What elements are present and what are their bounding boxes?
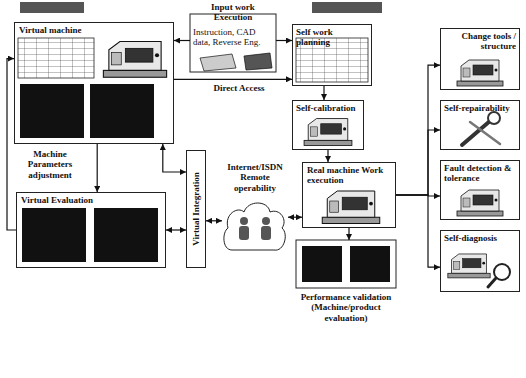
connector — [327, 150, 328, 162]
connector — [174, 40, 190, 41]
process-box: Self-calibration — [292, 100, 364, 150]
machine-icon — [103, 42, 166, 78]
input-frame — [190, 14, 276, 72]
panel-header — [20, 2, 84, 13]
person-body — [239, 226, 249, 240]
connector — [166, 229, 186, 230]
screen — [350, 246, 390, 282]
person-body — [261, 226, 271, 240]
process-box: Change tools / structure — [440, 28, 520, 90]
process-box: Fault detection & tolerance — [440, 160, 520, 220]
performance-box: Performance validation (Machine/product … — [296, 240, 396, 323]
machine-icon — [304, 119, 352, 146]
screen — [22, 208, 86, 262]
cloud-shape — [224, 203, 285, 250]
node-heading: Fault detection & tolerance — [444, 163, 516, 184]
node-heading: Virtual Integration — [191, 172, 201, 245]
node-text: Instruction, CAD data, Reverse Eng. — [193, 27, 273, 48]
process-box: Self-repairability — [440, 100, 520, 150]
process-box: Self-diagnosis — [440, 230, 520, 292]
operators-icon — [239, 217, 271, 240]
edge-label: Direct Access — [198, 83, 280, 93]
connector — [174, 79, 292, 80]
parameter-table — [18, 38, 94, 78]
machine-icon — [457, 60, 503, 86]
node-heading: Change tools / structure — [444, 31, 516, 52]
performance-illustration — [296, 240, 396, 288]
virtual-machine-box: Virtual machine — [14, 22, 174, 144]
input-box: Input work ExecutionInstruction, CAD dat… — [190, 2, 276, 72]
input-illustration — [190, 14, 276, 72]
person-head — [262, 217, 270, 225]
node-heading: Self-diagnosis — [444, 233, 516, 243]
node-heading: Self-calibration — [296, 103, 360, 113]
person-head — [240, 217, 248, 225]
integration-bar: Virtual Integration — [186, 150, 206, 268]
cad-sheet — [244, 53, 272, 70]
virtual-evaluation-box: Virtual Evaluation — [16, 192, 166, 268]
connector — [206, 220, 222, 221]
screen — [20, 84, 84, 138]
screwdriver — [470, 122, 500, 144]
node-heading: Internet/ISDN Remote operability — [223, 162, 287, 193]
connector — [97, 144, 98, 192]
node-heading: Self-repairability — [444, 103, 516, 113]
connector — [323, 86, 324, 100]
node-heading: Virtual machine — [19, 25, 169, 35]
network-cloud: Internet/ISDN Remote operability — [222, 162, 288, 254]
panel-headers — [20, 2, 382, 13]
machine-icon — [448, 254, 490, 278]
wrench-icon — [462, 112, 500, 145]
connector — [276, 40, 292, 41]
magnifier-handle — [488, 278, 496, 287]
performance-frame — [296, 240, 396, 288]
node-heading: Real machine Work execution — [307, 165, 391, 186]
node-heading: Virtual Evaluation — [21, 195, 161, 205]
machine-icon — [457, 190, 503, 216]
virtual-machine-illustration — [18, 38, 167, 138]
screen — [90, 84, 154, 138]
cad-sheet — [200, 54, 236, 71]
connector — [396, 65, 440, 195]
process-box: Self work planning — [292, 24, 372, 86]
connector — [348, 228, 349, 240]
panel-header — [312, 2, 382, 13]
node-heading: Input work Execution — [193, 2, 273, 23]
node-heading: Performance validation (Machine/product … — [296, 292, 396, 323]
screen — [94, 208, 158, 262]
connector — [288, 217, 302, 218]
node-heading: Self work planning — [296, 27, 368, 48]
diagnosis-illustration — [448, 254, 510, 287]
machine-icon — [322, 191, 380, 224]
connector — [396, 195, 440, 267]
connector — [396, 130, 440, 195]
screen — [302, 246, 342, 282]
wrench-head — [488, 112, 500, 124]
real-machine-box: Real machine Work execution — [302, 162, 396, 228]
virtual-evaluation-illustration — [22, 208, 158, 262]
edge-label: Machine Parameters adjustment — [18, 149, 82, 180]
connector — [163, 144, 186, 172]
